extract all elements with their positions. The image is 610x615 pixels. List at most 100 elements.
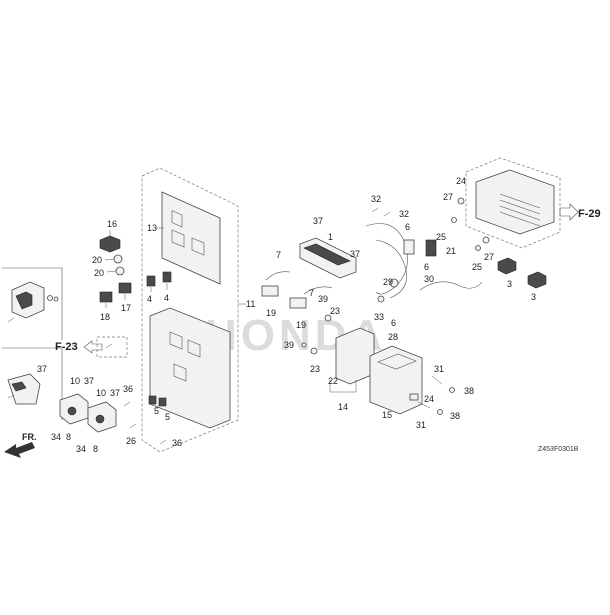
gasket-window-c xyxy=(191,237,205,256)
callout-23b: 23 xyxy=(310,364,320,374)
part-5-terminal-a xyxy=(148,395,157,405)
heatsink-group: 24 27 25 25 27 3 3 xyxy=(436,157,561,302)
part-6-harness-b xyxy=(375,239,407,299)
outlet-cover-group: 10 37 10 37 34 8 34 8 xyxy=(51,376,120,454)
part-23-grommet-a xyxy=(324,314,332,322)
callout-31b: 31 xyxy=(416,420,426,430)
part-22-plate xyxy=(335,327,375,385)
part-19-connector-a xyxy=(261,285,279,297)
callout-32a: 32 xyxy=(371,194,381,204)
part-4-lamp-b xyxy=(162,271,172,283)
callout-17: 17 xyxy=(121,303,131,313)
part-24-clamp xyxy=(409,393,419,401)
mid-cluster-group: 39 23 39 23 22 14 xyxy=(284,294,375,412)
callout-14: 14 xyxy=(338,402,348,412)
ref-f23-label[interactable]: F-23 xyxy=(55,341,78,353)
front-direction-label: FR. xyxy=(22,432,37,442)
callout-37b: 37 xyxy=(84,376,94,386)
part-33-clip xyxy=(377,295,385,303)
ref-f23-group[interactable]: F-23 xyxy=(55,336,128,358)
wire-harness-small-group: 7 7 19 19 xyxy=(261,250,333,330)
callout-34a: 34 xyxy=(51,432,61,442)
callout-37: 37 xyxy=(37,364,47,374)
callout-6a: 6 xyxy=(405,222,410,232)
part-18-switch xyxy=(99,291,113,303)
callout-4b: 4 xyxy=(164,293,169,303)
part-3-rectifier-b xyxy=(527,271,547,289)
callout-18: 18 xyxy=(100,312,110,322)
callout-21: 21 xyxy=(446,246,456,256)
inset-screw xyxy=(7,317,15,323)
part-7-wire-a xyxy=(265,271,291,281)
part-17-switch xyxy=(118,282,132,294)
part-36-screw-a xyxy=(123,401,131,407)
part-29-grommet xyxy=(389,278,399,288)
inset-nut xyxy=(53,296,59,302)
callout-33: 33 xyxy=(374,312,384,322)
callout-22: 22 xyxy=(328,376,338,386)
callout-4a: 4 xyxy=(147,294,152,304)
part-27-washer-lower xyxy=(482,236,490,244)
inset-lower-frame xyxy=(2,347,63,420)
leader-20a xyxy=(104,258,115,261)
callout-29: 29 xyxy=(383,277,393,287)
left-inset-group: 37 xyxy=(2,267,63,420)
cover-b-socket xyxy=(95,414,105,424)
callout-6b: 6 xyxy=(424,262,429,272)
main-harness-group: 32 32 6 21 6 30 29 33 6 28 xyxy=(365,194,483,342)
ref-f23-dashed-box xyxy=(96,336,128,358)
callout-38b: 38 xyxy=(450,411,460,421)
panel-window-c xyxy=(173,363,187,382)
inset-mount-part xyxy=(7,373,41,405)
callout-7a: 7 xyxy=(276,250,281,260)
callout-37e: 37 xyxy=(350,249,360,259)
heatsink-fins xyxy=(499,193,541,227)
callout-8b: 8 xyxy=(93,444,98,454)
callout-15: 15 xyxy=(382,410,392,420)
callout-13: 13 xyxy=(147,223,157,233)
part-3-rectifier-a xyxy=(497,257,517,275)
callout-37d: 37 xyxy=(313,216,323,226)
ref-f29-arrow-icon[interactable] xyxy=(559,203,579,221)
diagram-code: Z453F0301B xyxy=(538,446,579,453)
callout-36a: 36 xyxy=(123,384,133,394)
callout-31a: 31 xyxy=(434,364,444,374)
part-15-housing xyxy=(369,345,423,415)
part-7-wire-b xyxy=(303,286,333,295)
part-1-module-top xyxy=(303,243,351,266)
callout-10a: 10 xyxy=(70,376,80,386)
leader-20b xyxy=(106,270,117,273)
callout-27a: 27 xyxy=(443,192,453,202)
callout-20-upper: 20 xyxy=(92,255,102,265)
bracket-14 xyxy=(329,380,357,393)
housing-group: 31 38 24 15 38 31 xyxy=(369,345,474,430)
callout-8a: 8 xyxy=(66,432,71,442)
part-31-bolt-lower xyxy=(417,401,431,409)
ref-f29-label[interactable]: F-29 xyxy=(578,208,601,220)
part-21-filter xyxy=(425,239,437,257)
part-38-nut-upper xyxy=(449,387,455,393)
part-38-nut-lower xyxy=(437,409,443,415)
gasket-window-b xyxy=(171,229,185,248)
callout-24a: 24 xyxy=(456,176,466,186)
ref-f23-arrow-icon[interactable] xyxy=(83,340,103,354)
callout-19b: 19 xyxy=(296,320,306,330)
callout-26: 26 xyxy=(126,436,136,446)
callout-5b: 5 xyxy=(165,412,170,422)
callout-25a: 25 xyxy=(436,232,446,242)
control-panel-group: 11 13 5 5 36 26 36 xyxy=(123,167,255,453)
part-20-cap-upper xyxy=(113,254,123,264)
part-36-screw-b xyxy=(159,439,167,445)
callout-30: 30 xyxy=(424,274,434,284)
callout-3b: 3 xyxy=(531,292,536,302)
callout-39a: 39 xyxy=(318,294,328,304)
callout-24b: 24 xyxy=(424,394,434,404)
callout-25b: 25 xyxy=(472,262,482,272)
callout-36b: 36 xyxy=(172,438,182,448)
switch-parts-group: 16 20 20 17 18 4 4 xyxy=(92,219,172,322)
part-25-screw-lower xyxy=(475,245,481,251)
callout-3a: 3 xyxy=(507,279,512,289)
ref-f29-group[interactable]: F-29 xyxy=(559,203,601,221)
part-16-knob xyxy=(99,235,121,253)
